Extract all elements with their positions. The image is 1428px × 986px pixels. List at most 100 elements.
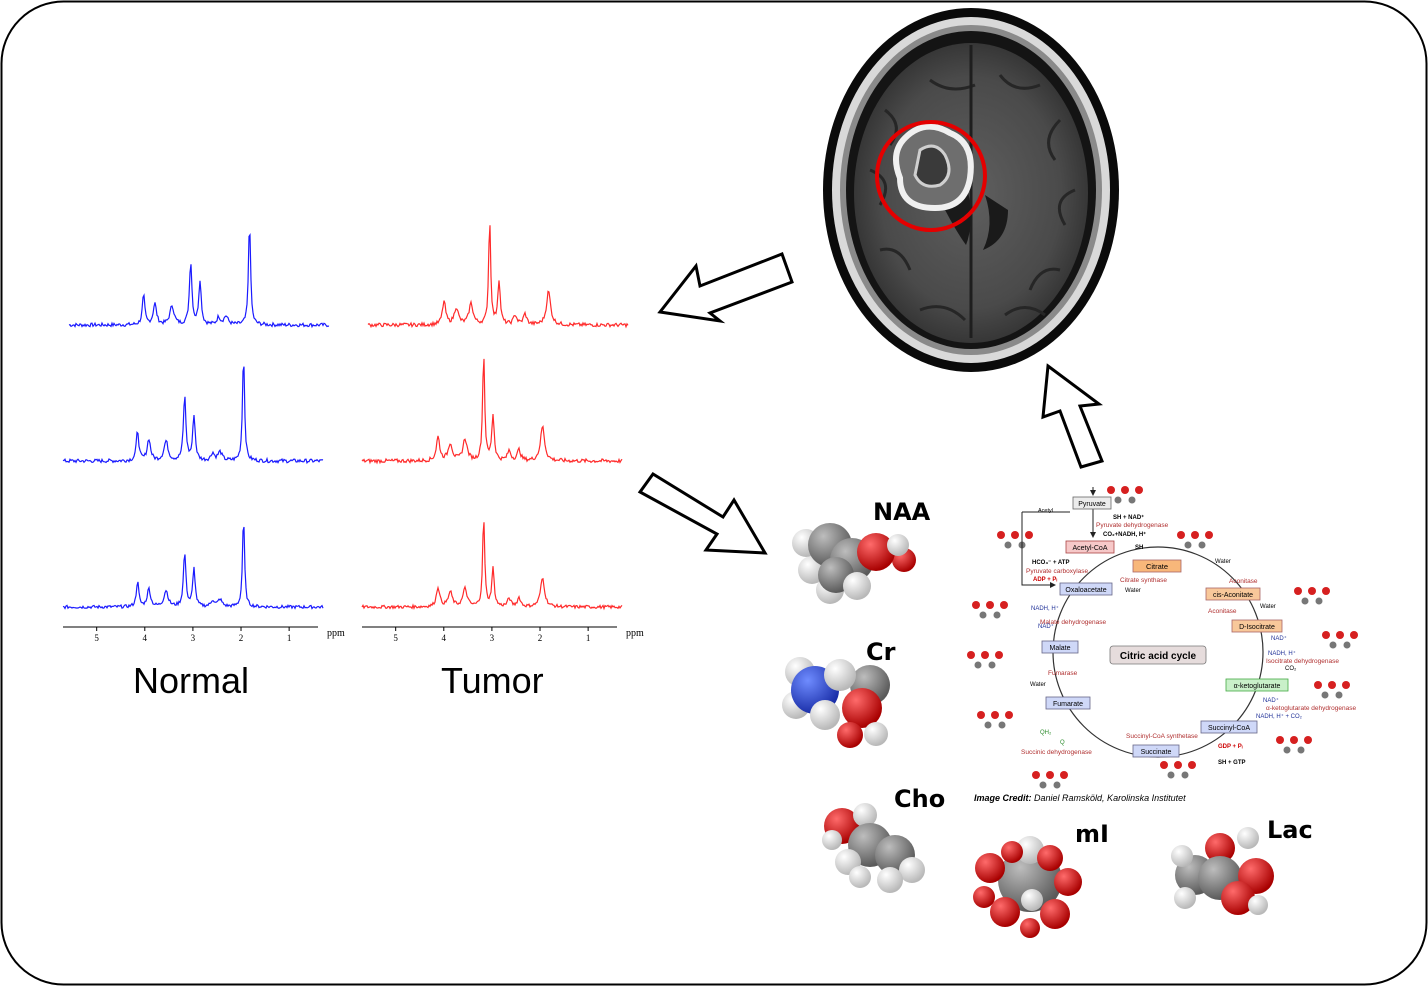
krebs-atom xyxy=(1283,746,1291,754)
krebs-atom xyxy=(1294,587,1302,595)
enzyme-aconitase-1: Aconitase xyxy=(1229,578,1258,585)
krebs-atom xyxy=(967,651,975,659)
tumor-tick-label: 1 xyxy=(586,633,591,643)
krebs-atom xyxy=(1315,597,1323,605)
normal-spectrum-3 xyxy=(62,526,324,610)
krebs-atom xyxy=(1328,681,1336,689)
label-co2-1: CO₂ xyxy=(1285,666,1297,672)
krebs-atom xyxy=(1000,601,1008,609)
label-gdp-pi: GDP + Pᵢ xyxy=(1218,744,1243,750)
enzyme-malate-dehydrogenase: Malate dehydrogenase xyxy=(1040,619,1107,626)
label-nadh-2: NADH, H⁺ xyxy=(1031,605,1059,612)
krebs-atom xyxy=(977,711,985,719)
image-credit: Image Credit: Daniel Ramsköld, Karolinsk… xyxy=(974,793,1186,803)
krebs-atom xyxy=(1046,771,1054,779)
krebs-atom xyxy=(1114,496,1122,504)
enzyme-aconitase-2: Aconitase xyxy=(1208,608,1237,615)
krebs-atom xyxy=(1188,761,1196,769)
tumor-axis-unit: ppm xyxy=(626,628,644,639)
krebs-atom xyxy=(1191,531,1199,539)
normal-spectra-group xyxy=(62,232,330,610)
label-co2-nadh: CO₂+NADH, H⁺ xyxy=(1103,531,1146,538)
image-credit-prefix: Image Credit: xyxy=(974,793,1032,803)
krebs-atom xyxy=(1350,631,1358,639)
krebs-atom xyxy=(1308,587,1316,595)
brain-mri-image xyxy=(823,8,1119,372)
normal-tick-label: 5 xyxy=(94,633,99,643)
enzyme-isocitrate-dehydrogenase: Isocitrate dehydrogenase xyxy=(1266,658,1339,665)
label-hco3-atp: HCO₃⁻ + ATP xyxy=(1032,560,1069,566)
krebs-atom xyxy=(1032,771,1040,779)
krebs-atom xyxy=(1335,691,1343,699)
krebs-atom xyxy=(986,601,994,609)
krebs-atom xyxy=(1128,496,1136,504)
label-sh: SH xyxy=(1135,545,1143,551)
krebs-atom xyxy=(1276,736,1284,744)
label-sh-nad: SH + NAD⁺ xyxy=(1113,514,1144,521)
enzyme-pyruvate-dehydrogenase: Pyruvate dehydrogenase xyxy=(1096,522,1169,529)
krebs-atom xyxy=(1198,541,1206,549)
krebs-atom xyxy=(1205,531,1213,539)
krebs-atom xyxy=(1135,486,1143,494)
tumor-spectrum-2 xyxy=(361,358,623,465)
krebs-atom xyxy=(1167,771,1175,779)
label-adp-pi: ADP + Pᵢ xyxy=(1033,577,1057,583)
mi-molecule-image xyxy=(973,836,1082,938)
citric-acid-cycle-diagram: Pyruvate Acetyl-CoA Citrate cis-Aconitat… xyxy=(967,486,1358,789)
krebs-atom xyxy=(1039,781,1047,789)
tumor-highlight-circle xyxy=(875,120,987,232)
cho-label: Cho xyxy=(894,785,946,813)
lac-label: Lac xyxy=(1267,816,1313,844)
krebs-atom xyxy=(1322,587,1330,595)
label-water-4: Water xyxy=(1030,682,1046,688)
label-nadh-1: NADH, H⁺ xyxy=(1268,650,1296,657)
krebs-atom xyxy=(1174,761,1182,769)
enzyme-akg-dehydrogenase: α-ketoglutarate dehydrogenase xyxy=(1266,705,1357,712)
krebs-atom xyxy=(979,611,987,619)
krebs-atom xyxy=(1290,736,1298,744)
tumor-tick-label: 2 xyxy=(538,633,543,643)
naa-label: NAA xyxy=(873,498,931,526)
cr-label: Cr xyxy=(866,638,896,666)
krebs-atom xyxy=(1053,781,1061,789)
arrow-brain-to-spectra xyxy=(657,252,794,324)
node-a-ketoglutarate: α-ketoglutarate xyxy=(1234,683,1281,690)
tumor-spectrum-3 xyxy=(361,522,623,611)
tumor-spectra-group xyxy=(361,225,629,611)
krebs-atom xyxy=(981,651,989,659)
enzyme-succinic-dehydrogenase: Succinic dehydrogenase xyxy=(1021,749,1092,756)
krebs-atom xyxy=(1107,486,1115,494)
krebs-title: Citric acid cycle xyxy=(1120,651,1197,662)
label-nad-3: NAD⁺ xyxy=(1038,623,1054,630)
enzyme-succinyl-coa-synthetase: Succinyl-CoA synthetase xyxy=(1126,733,1198,740)
label-nad-1: NAD⁺ xyxy=(1271,635,1287,642)
tumor-tick-label: 3 xyxy=(490,633,495,643)
krebs-atom xyxy=(1184,541,1192,549)
arrow-spectra-to-metabolites xyxy=(637,471,768,555)
node-oxaloacetate: Oxaloacetate xyxy=(1065,587,1106,594)
normal-tick-label: 4 xyxy=(143,633,148,643)
krebs-molecule-decorations xyxy=(967,486,1358,789)
krebs-atom xyxy=(1304,736,1312,744)
node-succinate: Succinate xyxy=(1141,749,1172,756)
enzyme-pyruvate-carboxylase: Pyruvate carboxylase xyxy=(1026,568,1089,575)
krebs-atom xyxy=(1342,681,1350,689)
krebs-atom xyxy=(1297,746,1305,754)
normal-spectrum-2 xyxy=(62,366,324,465)
krebs-atom xyxy=(1336,631,1344,639)
krebs-atom xyxy=(988,661,996,669)
krebs-atom xyxy=(1025,531,1033,539)
image-credit-text: Daniel Ramsköld, Karolinska Institutet xyxy=(1034,793,1186,803)
krebs-atom xyxy=(1321,691,1329,699)
label-qh2: QH₂ xyxy=(1040,730,1052,736)
node-d-isocitrate: D-Isocitrate xyxy=(1239,624,1275,631)
label-sh-gtp: SH + GTP xyxy=(1218,760,1246,766)
label-water-2: Water xyxy=(1215,559,1231,565)
tumor-spectrum-1 xyxy=(367,225,629,329)
krebs-atom xyxy=(1181,771,1189,779)
krebs-atom xyxy=(1301,597,1309,605)
krebs-atom xyxy=(1160,761,1168,769)
krebs-atom xyxy=(991,711,999,719)
normal-tick-label: 2 xyxy=(239,633,244,643)
